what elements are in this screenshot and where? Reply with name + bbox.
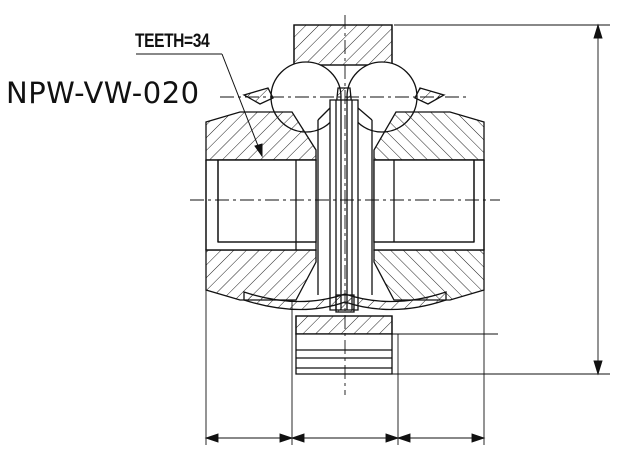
spline-bore bbox=[206, 160, 484, 250]
part-number-label: NPW-VW-020 bbox=[6, 76, 200, 110]
dimension-lines bbox=[206, 25, 610, 445]
outer-race-top bbox=[294, 25, 392, 65]
teeth-leader bbox=[136, 54, 262, 156]
teeth-count-label: TEETH=34 bbox=[135, 31, 210, 52]
outer-body-left bbox=[206, 112, 316, 300]
center-lines bbox=[190, 15, 500, 395]
outer-body-right bbox=[374, 112, 484, 300]
outer-race-bottom bbox=[296, 316, 392, 374]
